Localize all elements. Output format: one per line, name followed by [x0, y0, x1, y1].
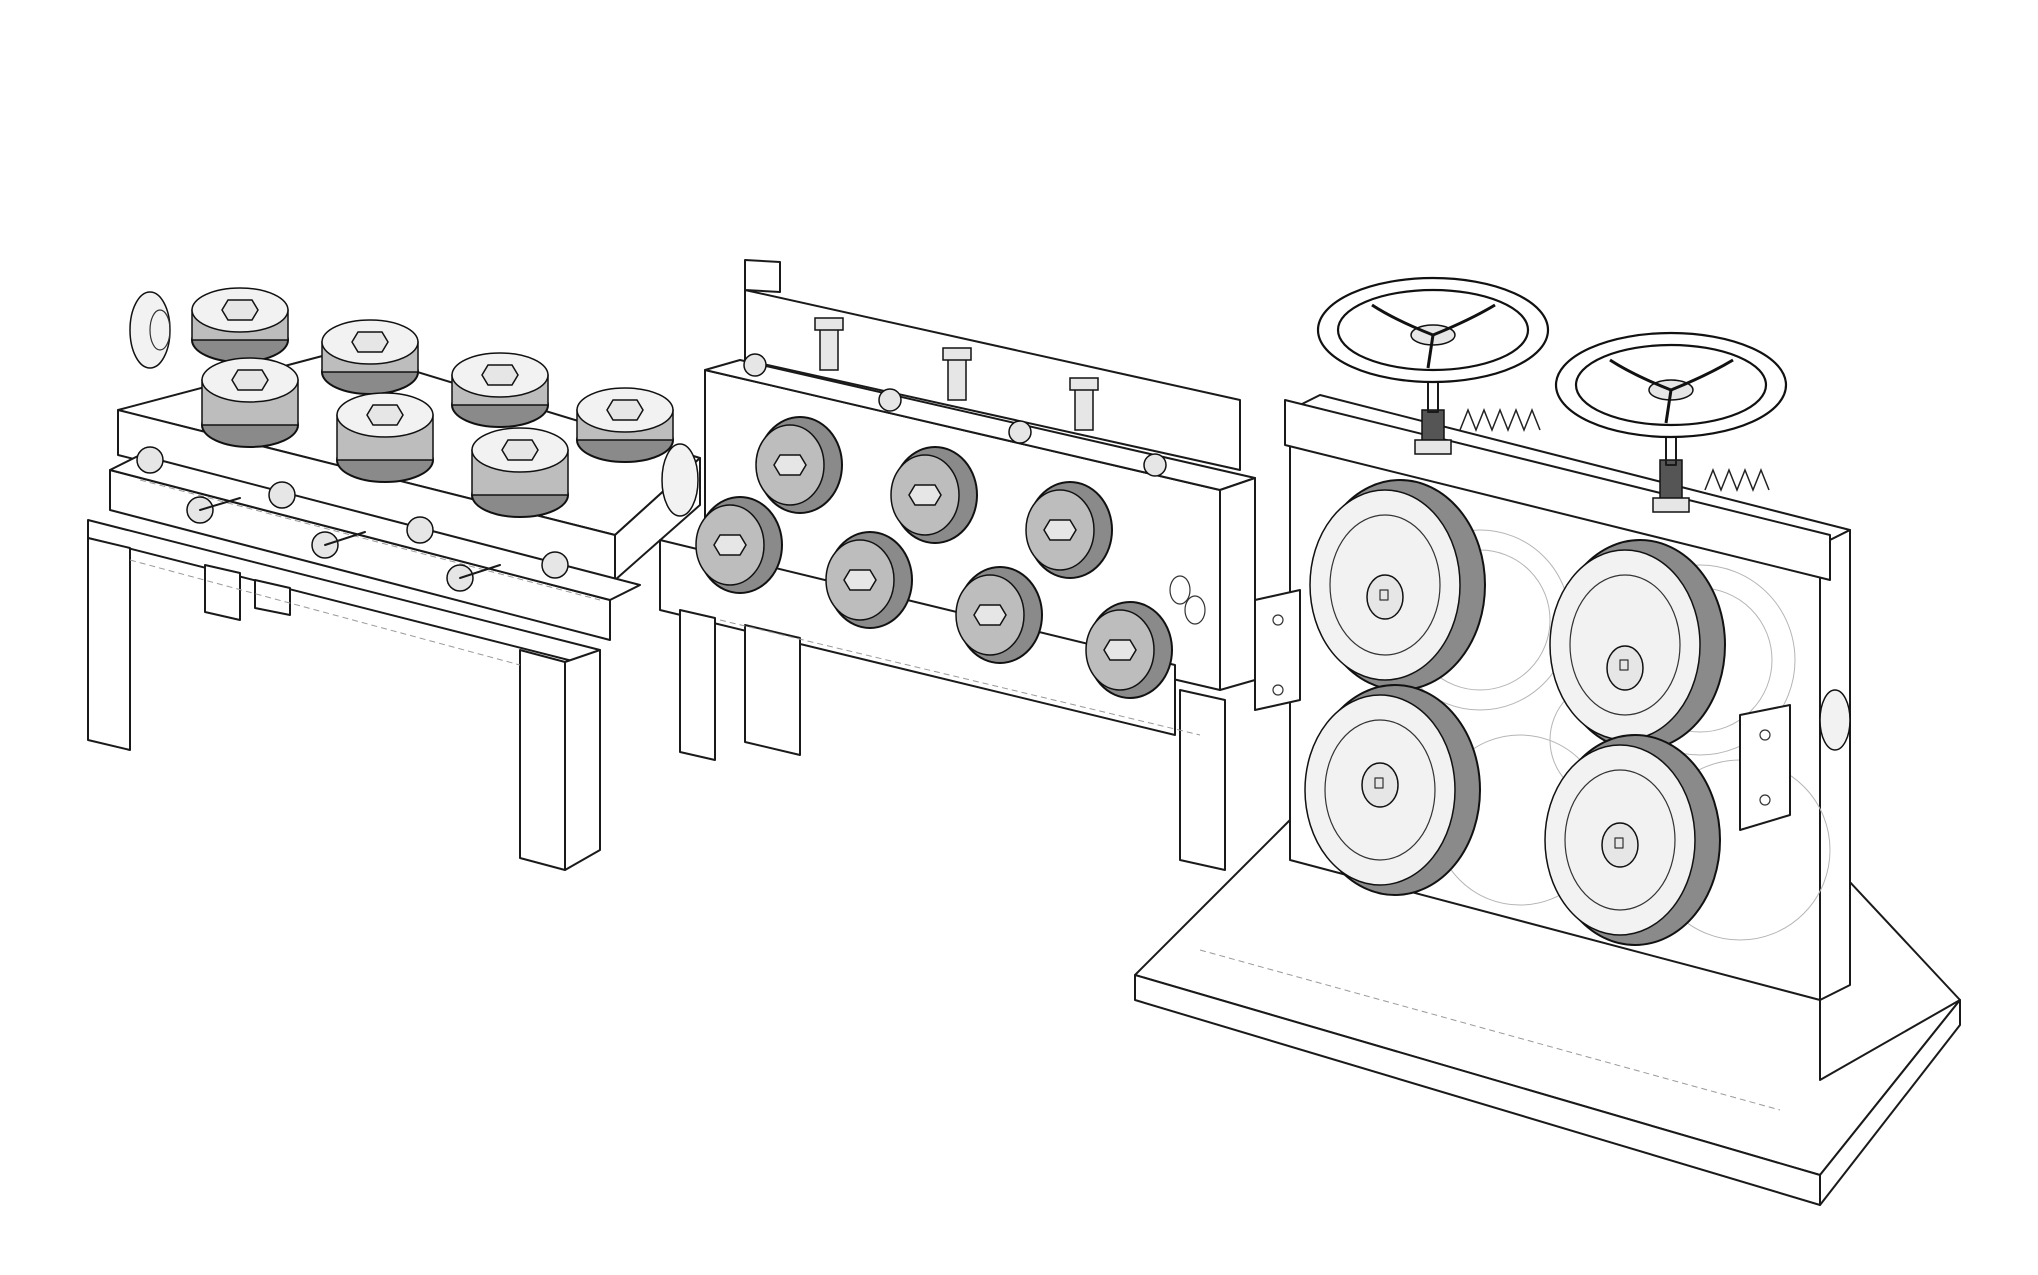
middle-leg-3 [1179, 689, 1226, 871]
feeder-shaft-end [1819, 689, 1851, 751]
middle-roller-top-3 [1025, 481, 1113, 579]
entry-guide-roller-hub [149, 309, 171, 351]
left-roller-back-2 [321, 319, 419, 395]
left-hidden-line-1 [129, 559, 521, 666]
middle-straightener-unit [659, 259, 1256, 871]
feeder-drive-roll-top-right [1549, 539, 1726, 751]
left-leg-front-left [87, 537, 131, 751]
bolt-hole-a [1272, 614, 1284, 626]
middle-roller-bottom-4 [1085, 601, 1173, 699]
bolt-hole-d [1759, 794, 1771, 806]
left-leg-back-left [204, 564, 241, 621]
handwheel-right [1554, 331, 1788, 513]
middle-plate-hole-2 [1184, 595, 1206, 625]
drive-feeder-unit [1134, 276, 1961, 1206]
middle-back-plate [744, 289, 1241, 471]
handwheel-left [1316, 276, 1550, 455]
feeder-housing-side [1819, 529, 1851, 1001]
middle-plate-side [1219, 477, 1256, 691]
bolt-hole-c [1759, 729, 1771, 741]
middle-roller-bottom-2 [825, 531, 913, 629]
left-roller-front-1 [201, 357, 299, 448]
bolt-hole-b [1272, 684, 1284, 696]
middle-roller-top-2 [890, 446, 978, 544]
middle-top-screws [743, 317, 1167, 477]
middle-roller-top-1 [755, 416, 843, 514]
middle-leg-2 [744, 624, 801, 756]
feeder-left-bearing-block [1254, 589, 1301, 711]
middle-roller-bottom-1 [695, 496, 783, 594]
feeder-drive-roll-bottom-right [1544, 734, 1721, 946]
left-adjusting-bolts [136, 446, 569, 592]
middle-back-plate-lip [744, 259, 781, 293]
feeder-base-side [1819, 999, 1961, 1206]
middle-roller-bottom-3 [955, 566, 1043, 664]
feeder-right-bearing-block [1739, 704, 1791, 831]
middle-plate-hole-1 [1169, 575, 1191, 605]
left-roller-front-2 [336, 392, 434, 483]
left-roller-back-1 [191, 287, 289, 363]
left-rail-top [109, 454, 641, 601]
feeder-drive-roll-top-left [1309, 479, 1486, 691]
left-leg-back-mid [254, 579, 291, 616]
left-straightener-unit [87, 287, 701, 871]
feeder-drive-roll-bottom-left [1304, 684, 1481, 896]
left-roller-front-3 [471, 427, 569, 518]
left-leg-front-right [519, 649, 566, 871]
left-roller-back-3 [451, 352, 549, 428]
feeder-hidden-line [1199, 949, 1781, 1111]
left-leg-side-right [564, 649, 601, 871]
exit-guide-roller [661, 443, 699, 517]
middle-leg-1 [679, 609, 716, 761]
middle-hidden-line [719, 619, 1201, 736]
left-roller-back-4 [576, 387, 674, 463]
